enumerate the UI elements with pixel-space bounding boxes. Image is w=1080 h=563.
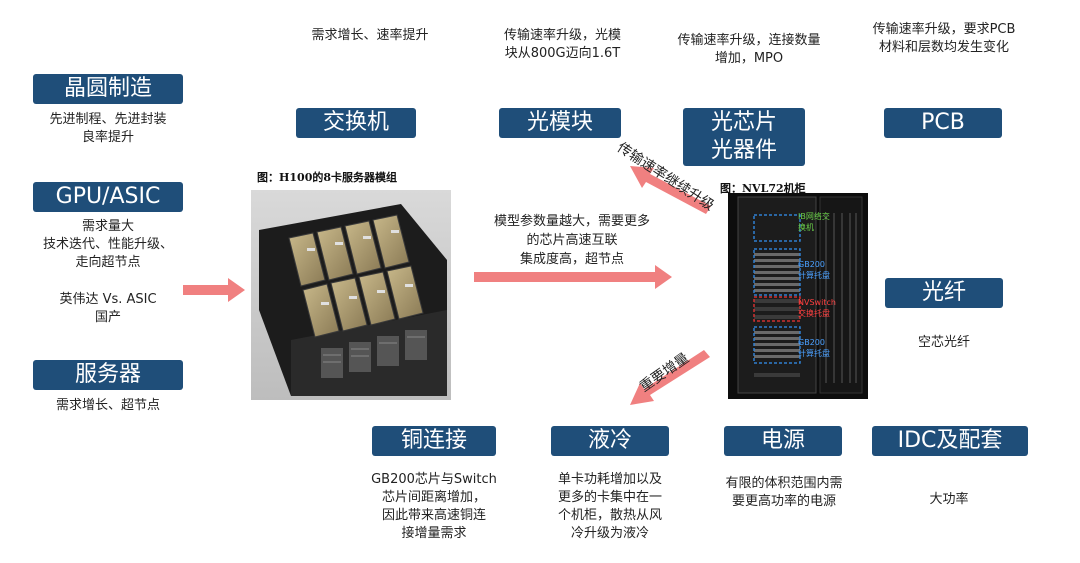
h100-caption: 图：H100的8卡服务器模组: [257, 171, 398, 184]
rack-label-ib-switch: IB网络交 换机: [798, 212, 830, 232]
fiber-box: 光纤: [885, 278, 1003, 308]
server-note: 需求增长、超节点: [55, 398, 160, 413]
rack-label-gb200-bottom: GB200 计算托盘: [798, 338, 830, 358]
down-arrow: [630, 350, 710, 405]
wafer-manufacturing-note: 先进制程、先进封装 良率提升: [49, 112, 167, 145]
copper-connection-note: GB200芯片与Switch 芯片间距离增加， 因此带来高速铜连 接增量需求: [371, 472, 497, 541]
switch-box: 交换机: [296, 108, 416, 138]
idc-note: 大功率: [929, 492, 969, 507]
wafer-manufacturing-box: 晶圆制造: [33, 74, 183, 104]
switch-note: 需求增长、速率提升: [311, 28, 429, 43]
h100-server-image: [251, 190, 451, 400]
power-supply-box: 电源: [724, 426, 842, 456]
left-arrow: [183, 278, 245, 302]
middle-arrow-label: 模型参数量越大，需要更多 的芯片高速互联 集成度高，超节点: [493, 214, 650, 267]
nvl72-caption: 图：NVL72机柜: [720, 182, 806, 195]
liquid-cooling-box: 液冷: [551, 426, 669, 456]
copper-connection-box: 铜连接: [372, 426, 496, 456]
power-supply-note: 有限的体积范围内需 要更高功率的电源: [725, 476, 843, 509]
up-arrow: [630, 166, 711, 214]
optical-chip-note: 传输速率升级，连接数量 增加，MPO: [677, 33, 821, 66]
pcb-note: 传输速率升级，要求PCB 材料和层数均发生变化: [872, 22, 1016, 55]
liquid-cooling-note: 单卡功耗增加以及 更多的卡集中在一 个机柜，散热从风 冷升级为液冷: [557, 472, 662, 541]
middle-arrow: [474, 265, 672, 289]
gpu-vs-asic-note: 英伟达 Vs. ASIC 国产: [59, 292, 157, 325]
optical-module-note: 传输速率升级，光模 块从800G迈向1.6T: [503, 28, 621, 61]
nvl72-rack-image: IB网络交 换机 GB200 计算托盘 NVSwitch 交换托盘 GB200 …: [728, 193, 868, 399]
fiber-note: 空芯光纤: [917, 335, 970, 350]
rack-label-gb200-top: GB200 计算托盘: [798, 260, 830, 280]
gpu-asic-box: GPU/ASIC: [33, 182, 183, 212]
gpu-asic-note: 需求量大 技术迭代、性能升级、 走向超节点: [42, 219, 173, 270]
rack-label-nvswitch: NVSwitch 交换托盘: [798, 298, 836, 318]
idc-box: IDC及配套: [872, 426, 1028, 456]
server-box: 服务器: [33, 360, 183, 390]
optical-chip-box: 光芯片 光器件: [683, 108, 805, 166]
optical-module-box: 光模块: [499, 108, 621, 138]
pcb-box: PCB: [884, 108, 1002, 138]
